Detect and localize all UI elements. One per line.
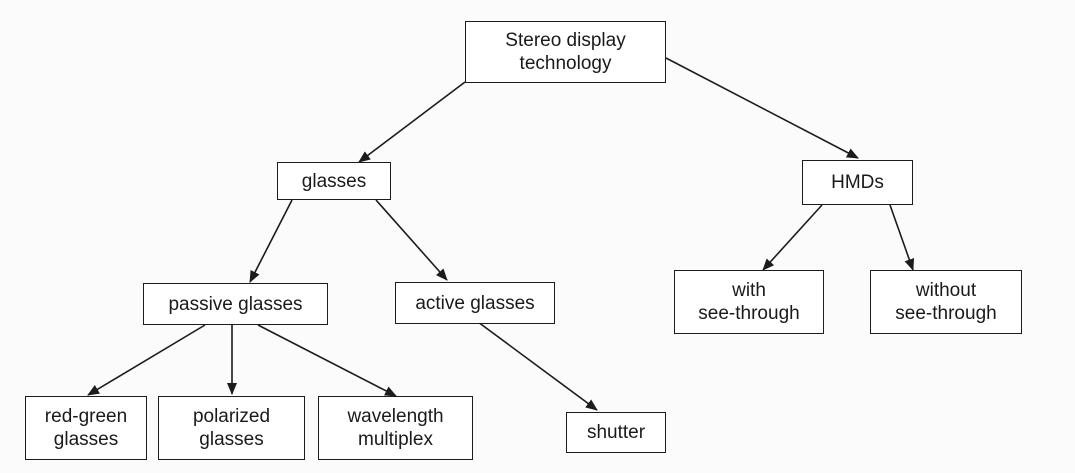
node-wavelength-multiplex-line-1: wavelength [347, 406, 444, 427]
edge-active-shutter [477, 321, 598, 411]
edge-root-hmds [665, 57, 859, 159]
node-passive-glasses-label: passive glasses [168, 293, 303, 315]
edge-root-glasses [358, 81, 466, 163]
edge-passive-redgreen [87, 324, 206, 396]
node-red-green-glasses-line-2: glasses [53, 429, 119, 450]
node-wavelength-multiplex: wavelength multiplex [318, 396, 473, 460]
node-hmds: HMDs [802, 160, 913, 205]
node-polarized-glasses-line-1: polarized [192, 406, 271, 427]
node-polarized-glasses-line-2: glasses [199, 429, 264, 450]
node-polarized-glasses: polarized glasses [158, 396, 305, 460]
node-wavelength-multiplex-line-2: multiplex [358, 429, 433, 450]
edge-passive-wavelength [257, 324, 397, 397]
node-active-glasses-label: active glasses [415, 292, 535, 314]
node-without-see-through-line-2: see-through [895, 303, 997, 324]
node-shutter-label: shutter [586, 422, 646, 443]
node-active-glasses: active glasses [395, 282, 555, 324]
node-shutter: shutter [566, 412, 666, 453]
node-passive-glasses: passive glasses [143, 283, 328, 325]
node-without-see-through-line-1: without [915, 280, 977, 301]
node-without-see-through: without see-through [870, 270, 1022, 334]
edge-hmds-without [889, 204, 915, 271]
node-glasses: glasses [277, 162, 391, 200]
node-hmds-label: HMDs [831, 172, 884, 193]
edge-hmds-with [762, 204, 823, 271]
node-with-see-through-line-2: see-through [698, 303, 800, 324]
node-with-see-through-line-1: with [732, 280, 766, 301]
node-glasses-label: glasses [301, 170, 367, 192]
node-red-green-glasses: red-green glasses [25, 396, 147, 460]
node-stereo-display-technology-line-2: technology [519, 53, 612, 74]
node-red-green-glasses-line-1: red-green [44, 406, 128, 427]
edge-glasses-passive [249, 199, 293, 283]
node-with-see-through: with see-through [674, 270, 824, 334]
node-stereo-display-technology-line-1: Stereo display [505, 30, 626, 51]
edge-glasses-active [375, 199, 448, 281]
node-stereo-display-technology: Stereo display technology [465, 21, 666, 83]
